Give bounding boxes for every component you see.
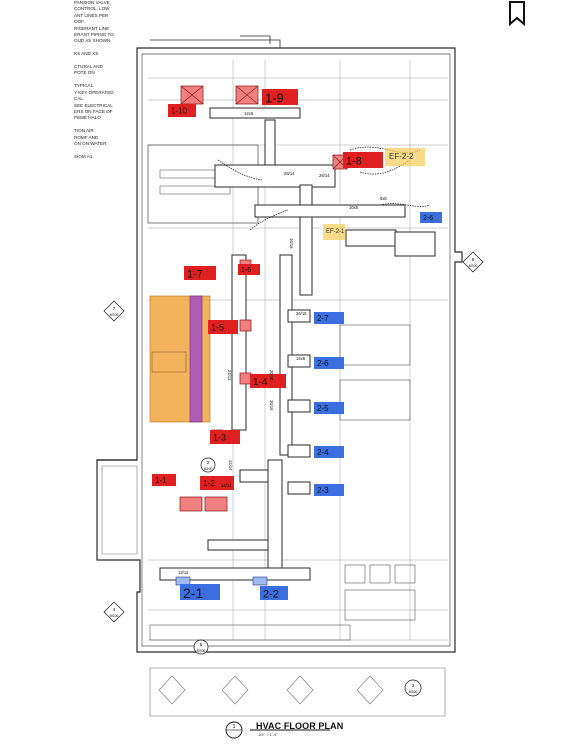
svg-text:2-4: 2-4: [317, 448, 329, 457]
section-marker-sheet: M700: [469, 264, 478, 268]
drawing-title-number: 1: [233, 724, 236, 730]
duct-size-label: 12x6: [244, 111, 254, 116]
duct-size-label: 20/10: [269, 370, 274, 381]
note-line: ERANT PIPING TO: [74, 32, 114, 38]
unit-tag-1-9: 1-9: [262, 89, 298, 106]
svg-text:1-4: 1-4: [253, 377, 268, 388]
note-line: OOF.: [74, 19, 85, 25]
bookmark-icon[interactable]: [505, 0, 529, 26]
section-marker-sheet: M100: [110, 614, 119, 618]
note-line: ROMF AND: [74, 134, 99, 140]
svg-text:2-2: 2-2: [263, 589, 279, 601]
duct-size-label: 28/14: [284, 171, 295, 176]
unit-tag-1-10: 1-10: [168, 104, 196, 117]
unit-tag-1-3: 1-3: [210, 430, 240, 444]
duct-size-label: 24/12: [227, 370, 232, 381]
unit-tag-2-6: 2-6: [420, 212, 442, 223]
purple-equipment: [189, 295, 203, 423]
duct-size-label: 12/12: [178, 570, 189, 575]
duct-size-label: 14x6: [296, 356, 306, 361]
unit-tag-1-5: 1-5: [208, 320, 238, 334]
duct-size-label: 10x6: [349, 205, 359, 210]
unit-tag-2-3: 2-3: [314, 484, 344, 496]
section-marker-sheet: M100: [409, 690, 418, 694]
svg-text:2-3: 2-3: [317, 486, 329, 495]
note-line: CAL.: [74, 96, 85, 102]
note-line: SIOM A1: [74, 153, 93, 159]
exhaust-fan-tag: EF-2-1: [326, 229, 345, 235]
unit-tag-1-4: 1-4: [250, 374, 286, 388]
unit-tag-2-1: 2-1: [180, 584, 220, 601]
svg-text:1-6: 1-6: [241, 267, 251, 274]
unit-tag-1-7: 1-7: [184, 266, 216, 281]
section-marker-sheet: M700: [110, 313, 119, 317]
ductwork: [159, 107, 436, 581]
building-walls: [96, 35, 463, 653]
note-line: ON ON WATER: [74, 140, 107, 146]
svg-text:2-6: 2-6: [317, 359, 329, 368]
section-marker-number: 3: [412, 683, 415, 688]
unit-tag-2-5: 2-5: [314, 402, 344, 414]
unit-tag-2-7: 2-7: [314, 312, 344, 324]
note-line: PEME HALO: [74, 115, 101, 121]
exhaust-fan-tag: EF-2-2: [389, 152, 414, 161]
svg-text:1-3: 1-3: [213, 433, 226, 443]
unit-tag-2-4: 2-4: [314, 446, 344, 458]
section-marker-number: 5: [200, 642, 203, 647]
note-line: TION AIR: [74, 128, 94, 134]
unit-tag-2-6: 2-6: [314, 357, 344, 369]
plumbing-fixtures: [149, 324, 416, 641]
section-markers: [103, 251, 484, 697]
duct-size-label: 14/14: [228, 460, 233, 471]
note-line: SEE ELECTRICAL: [74, 102, 113, 108]
duct-size-label: 16/16: [289, 238, 294, 249]
unit-tag-1-2: 1-2: [200, 476, 234, 490]
section-marker-number: 2: [207, 460, 210, 465]
duct-size-label: 30/16: [269, 400, 274, 411]
unit-tag-1-6: 1-6: [238, 264, 260, 275]
svg-text:2-1: 2-1: [183, 585, 203, 601]
svg-text:2-6: 2-6: [423, 215, 433, 222]
duct-size-label: 8x6: [380, 196, 387, 201]
unit-tag-2-2: 2-2: [260, 586, 288, 601]
svg-text:1-10: 1-10: [171, 107, 188, 116]
svg-text:1-8: 1-8: [346, 156, 362, 168]
duct-size-label: 26/16: [296, 311, 307, 316]
note-line: PANSION VALVE,: [74, 0, 112, 5]
section-marker-number: 4: [113, 607, 116, 612]
svg-text:1-9: 1-9: [265, 91, 284, 106]
note-line: RIGERANT LINE: [74, 25, 110, 31]
unit-tag-1-1: 1-1: [152, 474, 176, 486]
duct-size-label: 26/14: [319, 173, 330, 178]
yellow-highlight: [323, 224, 345, 240]
yellow-highlight: [385, 148, 425, 166]
note-line: ERS ON FACE OF: [74, 108, 113, 114]
svg-text:1-7: 1-7: [187, 269, 203, 281]
unit-tag-1-8: 1-8: [343, 152, 383, 168]
section-marker-sheet: M700: [197, 649, 206, 653]
svg-text:1-1: 1-1: [155, 476, 167, 485]
svg-text:2-7: 2-7: [317, 314, 329, 323]
note-line: TYPICAL.: [74, 83, 95, 89]
svg-text:1-2: 1-2: [203, 479, 215, 488]
note-line: CONTROL, LOW: [74, 6, 110, 12]
drawing-scale: 1/4" = 1'-0": [258, 732, 278, 737]
svg-text:2-5: 2-5: [317, 404, 329, 413]
note-line: POTE ON: [74, 70, 95, 76]
note-line: OUD AS SHOWN.: [74, 38, 112, 44]
note-line: Y KEY OPERATED: [74, 89, 114, 95]
svg-text:1-5: 1-5: [211, 323, 224, 333]
note-line: CTURAL AND: [74, 64, 103, 70]
duct-size-label: 14/12: [221, 483, 232, 488]
drawing-title: HVAC FLOOR PLAN: [256, 721, 344, 731]
note-line: KS AND XS: [74, 51, 99, 57]
section-marker-number: 7: [113, 306, 116, 311]
note-line: ANT LINES PER: [74, 12, 109, 18]
section-marker-sheet: M100: [204, 467, 213, 471]
section-marker-number: 6: [472, 257, 475, 262]
